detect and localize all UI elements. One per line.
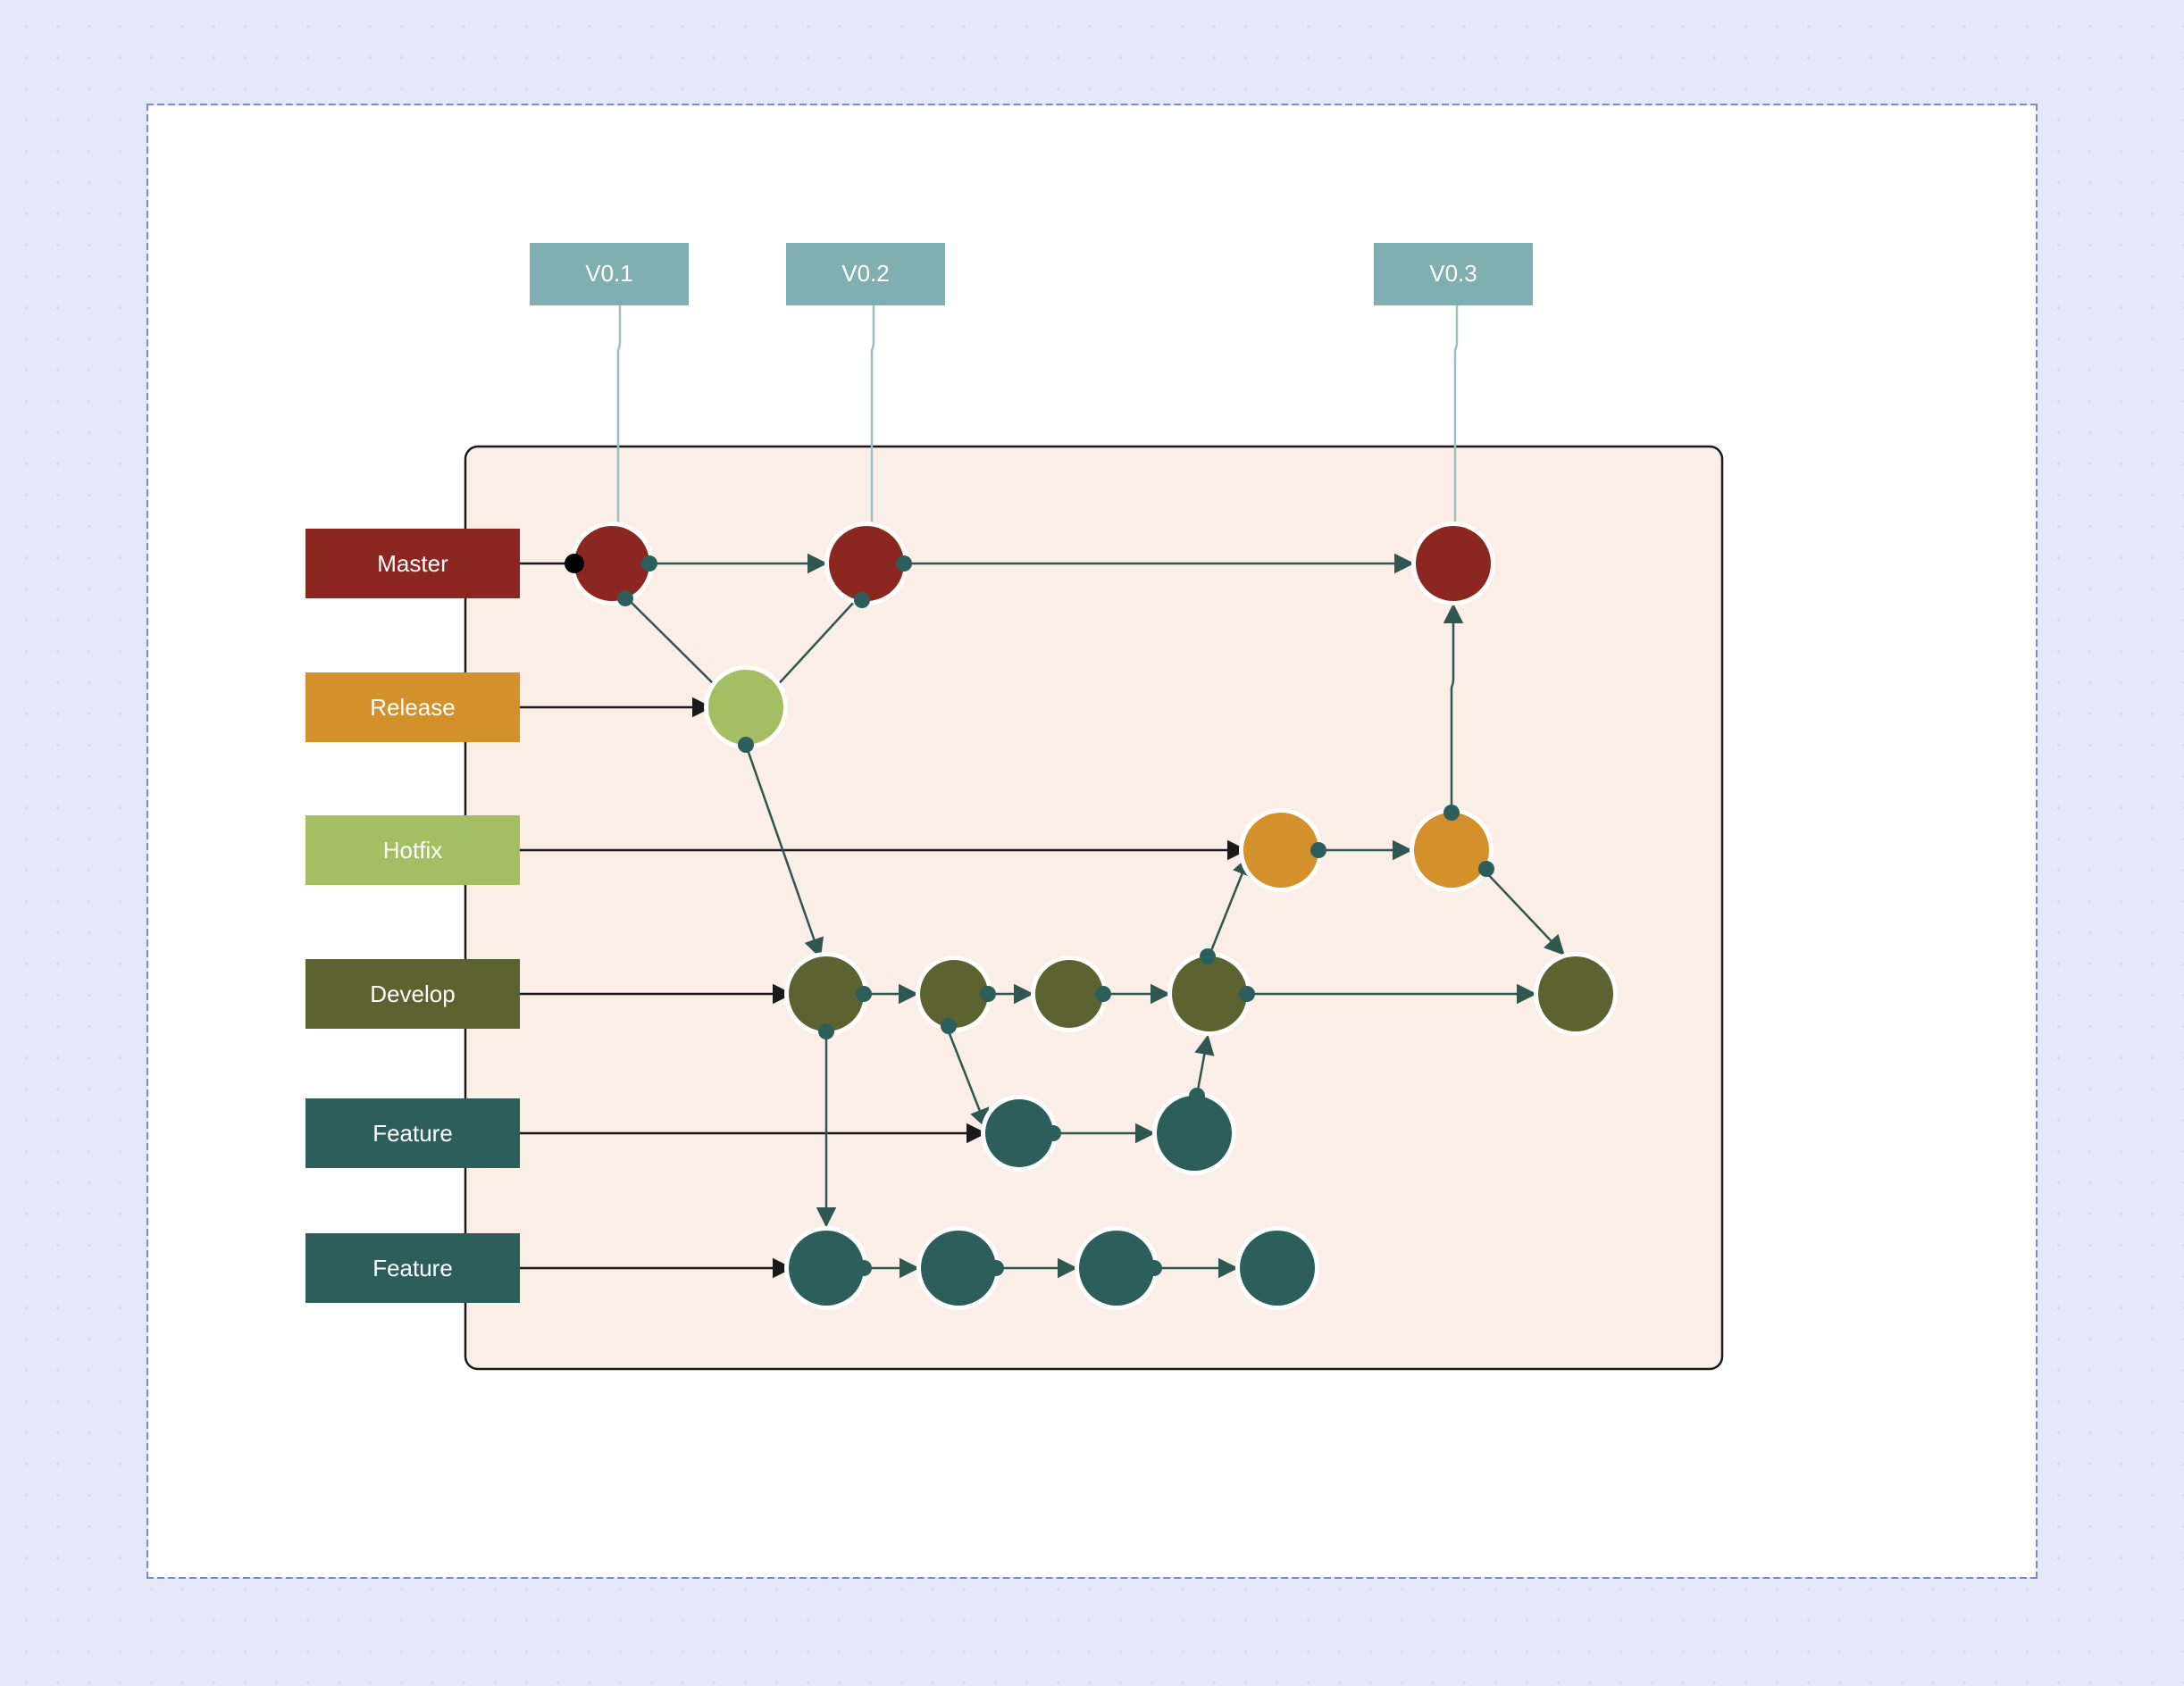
edge-hotfix2-develop5: [1484, 870, 1565, 956]
commit-node-master-1-fill[interactable]: [574, 526, 649, 601]
version-tag-box[interactable]: [530, 243, 689, 305]
connector-dot: [1239, 986, 1255, 1002]
connector-dot: [738, 737, 754, 753]
branch-label-box[interactable]: [305, 529, 520, 598]
commit-node-hotfix-1-fill[interactable]: [1243, 813, 1318, 888]
version-tag-label: V0.3: [1429, 260, 1477, 287]
connector-dot: [1045, 1125, 1061, 1141]
commit-node-release-1-fill[interactable]: [708, 670, 783, 745]
connector-dot: [818, 1023, 834, 1039]
branch-label-text: Develop: [370, 981, 455, 1007]
edge-hotfix2-master3: [1443, 603, 1464, 813]
connector-dot: [854, 592, 870, 608]
branch-label-feature-2[interactable]: Feature: [305, 1233, 520, 1303]
connector-dot: [896, 555, 912, 572]
commit-node-feature2-3-fill[interactable]: [1079, 1231, 1154, 1306]
commit-nodes: [570, 522, 1618, 1310]
commit-node-develop-4-fill[interactable]: [1172, 956, 1247, 1031]
connector-dot: [1095, 986, 1111, 1002]
branch-label-hotfix[interactable]: Hotfix: [305, 815, 520, 885]
branch-label-box[interactable]: [305, 815, 520, 885]
version-tag-v0-2[interactable]: V0.2: [786, 243, 945, 305]
connector-dots: [617, 555, 1494, 1276]
edge-master1-release1: [624, 596, 720, 690]
commit-node-develop-5-fill[interactable]: [1538, 956, 1613, 1031]
connector-dot: [617, 590, 633, 606]
commit-node-develop-2-fill[interactable]: [920, 960, 988, 1028]
branch-label-box[interactable]: [305, 672, 520, 742]
branch-label-master[interactable]: Master: [305, 529, 520, 598]
connector-dot: [1443, 805, 1460, 821]
branch-label-feature-1[interactable]: Feature: [305, 1098, 520, 1168]
connector-dot: [1310, 842, 1326, 858]
commit-node-feature1-1-fill[interactable]: [985, 1099, 1053, 1167]
connector-dot: [988, 1260, 1004, 1276]
commit-node-feature2-2-fill[interactable]: [921, 1231, 996, 1306]
version-tag-box[interactable]: [786, 243, 945, 305]
version-tag-box[interactable]: [1374, 243, 1533, 305]
branch-label-text: Feature: [372, 1255, 453, 1281]
commit-node-feature2-1-fill[interactable]: [789, 1231, 864, 1306]
connector-dot: [856, 986, 872, 1002]
version-tag-label: V0.1: [585, 260, 633, 287]
commit-node-develop-1-fill[interactable]: [789, 956, 864, 1031]
version-tag-v0-3[interactable]: V0.3: [1374, 243, 1533, 305]
version-tag-v0-1[interactable]: V0.1: [530, 243, 689, 305]
connector-dot: [1200, 948, 1216, 964]
branch-label-develop[interactable]: Develop: [305, 959, 520, 1029]
branch-label-text: Feature: [372, 1120, 453, 1147]
diagram-plot-area: [464, 445, 1724, 1371]
commit-node-hotfix-2-fill[interactable]: [1414, 813, 1489, 888]
edge-develop2-feature11: [945, 1026, 990, 1130]
branch-label-text: Release: [370, 694, 455, 721]
commit-node-feature1-2-fill[interactable]: [1157, 1096, 1232, 1171]
connector-dot: [941, 1018, 957, 1034]
connector-dot: [641, 555, 657, 572]
edge-develop4-hotfix1: [1207, 855, 1251, 958]
connector-dot: [856, 1260, 872, 1276]
connector-dot: [1189, 1088, 1205, 1104]
edge-release1-master2: [773, 599, 857, 690]
branch-label-text: Master: [377, 550, 448, 577]
connector-dot: [980, 986, 996, 1002]
version-tag-connectors: [607, 305, 1466, 546]
branch-label-box[interactable]: [305, 1098, 520, 1168]
edge-release1-develop1: [744, 744, 824, 959]
branch-label-text: Hotfix: [383, 837, 442, 864]
commit-edges: [624, 553, 1565, 1279]
branch-label-release[interactable]: Release: [305, 672, 520, 742]
version-tag-label: V0.2: [841, 260, 890, 287]
connector-dot: [1146, 1260, 1162, 1276]
edge-feature12-develop4: [1194, 1034, 1215, 1096]
commit-node-master-3-fill[interactable]: [1416, 526, 1491, 601]
commit-node-feature2-4-fill[interactable]: [1240, 1231, 1315, 1306]
commit-node-develop-3-fill[interactable]: [1035, 960, 1103, 1028]
branch-label-box[interactable]: [305, 1233, 520, 1303]
branch-start-dot-master: [565, 554, 584, 573]
connector-dot: [1478, 861, 1494, 877]
branch-label-box[interactable]: [305, 959, 520, 1029]
commit-node-master-2-fill[interactable]: [829, 526, 904, 601]
